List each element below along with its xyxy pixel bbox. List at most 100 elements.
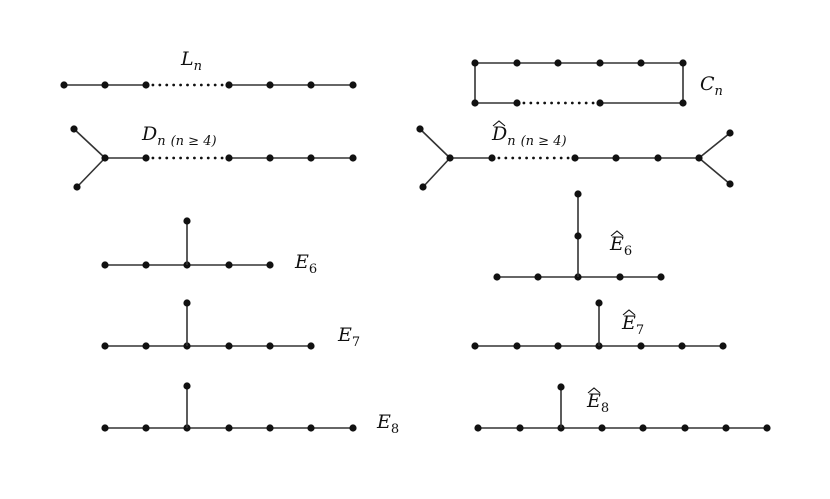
vertex [70, 125, 78, 133]
hat-accent [622, 309, 636, 316]
graph-L-n [60, 81, 357, 89]
ellipsis-dot [213, 156, 217, 160]
ellipsis-dot [172, 83, 176, 87]
vertex [681, 424, 689, 432]
label-name: E [586, 390, 601, 412]
vertex [488, 154, 496, 162]
vertex [513, 342, 521, 350]
vertex [349, 424, 357, 432]
graph-E8 [101, 382, 357, 432]
vertex [554, 59, 562, 67]
vertex [60, 81, 68, 89]
vertex [679, 99, 687, 107]
label-subscript: 8 [601, 401, 609, 416]
vertex [654, 154, 662, 162]
graph-label-Dhat: Dn(n ≥ 4) [491, 123, 567, 149]
vertex [183, 382, 191, 390]
hat-accent [587, 387, 601, 394]
vertex [101, 154, 109, 162]
vertex [596, 59, 604, 67]
ellipsis-dot [591, 101, 595, 105]
ellipsis-dot [206, 83, 210, 87]
ellipsis-dot [172, 156, 176, 160]
edge [422, 157, 451, 188]
label-condition: (n ≥ 4) [171, 134, 217, 149]
graph-D-hat-n [416, 125, 734, 191]
vertex [307, 342, 315, 350]
ellipsis-dot [504, 156, 508, 160]
vertex [637, 342, 645, 350]
vertex [349, 81, 357, 89]
vertex [722, 424, 730, 432]
ellipsis-dot [545, 156, 549, 160]
vertex [513, 59, 521, 67]
graph-label-E8: E8 [376, 411, 399, 437]
ellipsis-dot [193, 83, 196, 87]
graph-label-C: Cn [700, 73, 723, 99]
ellipsis-dot [529, 101, 533, 105]
label-subscript: 7 [636, 323, 644, 338]
vertex [471, 59, 479, 67]
ellipsis-dot [566, 156, 570, 160]
edge [419, 128, 451, 159]
vertex [266, 154, 274, 162]
ellipsis-dot [151, 156, 155, 160]
ellipsis-dot [557, 101, 560, 105]
vertex [446, 154, 454, 162]
vertex [719, 342, 727, 350]
ellipsis-dot [186, 83, 189, 87]
ellipsis-dot [199, 156, 203, 160]
ellipsis-dot [220, 156, 224, 160]
ellipsis-dot [525, 156, 528, 160]
label-name: E [621, 312, 636, 334]
label-subscript: 6 [309, 262, 317, 277]
hat-accent [610, 230, 624, 237]
vertex [513, 99, 521, 107]
vertex [639, 424, 647, 432]
graph-E6-hat [493, 190, 665, 281]
vertex [183, 217, 191, 225]
ellipsis-dot [193, 156, 196, 160]
ellipsis-dot [550, 101, 553, 105]
edge [698, 132, 731, 159]
vertex [101, 424, 109, 432]
edge [698, 157, 731, 185]
ellipsis-dot [151, 83, 155, 87]
vertex [225, 81, 233, 89]
label-name: C [700, 73, 715, 95]
ellipsis-dot [536, 101, 540, 105]
vertex [571, 154, 579, 162]
ellipsis-dot [220, 83, 224, 87]
vertex [101, 342, 109, 350]
vertex [678, 342, 686, 350]
vertex [763, 424, 771, 432]
vertex [493, 273, 501, 281]
label-subscript: 8 [391, 422, 399, 437]
vertex [657, 273, 665, 281]
ellipsis-dot [511, 156, 515, 160]
vertex [73, 183, 81, 191]
edge [73, 128, 106, 159]
vertex [142, 424, 150, 432]
label-name: E [376, 411, 391, 433]
vertex [266, 261, 274, 269]
vertex [307, 154, 315, 162]
graph-label-E7hat: E7 [621, 312, 644, 338]
graph-E7-hat [471, 299, 727, 350]
ellipsis-dot [179, 83, 182, 87]
vertex [225, 424, 233, 432]
graph-C-n [471, 59, 687, 107]
label-subscript: n [194, 59, 202, 74]
label-name: D [141, 123, 157, 145]
ellipsis-dot [552, 156, 556, 160]
label-subscript: 7 [352, 335, 360, 350]
ellipsis-dot [179, 156, 182, 160]
hat-accent [492, 120, 506, 127]
vertex [142, 81, 150, 89]
ellipsis-dot [522, 101, 526, 105]
label-name: E [609, 233, 624, 255]
vertex [554, 342, 562, 350]
ellipsis-dot [543, 101, 547, 105]
graph-label-D: Dn(n ≥ 4) [141, 123, 217, 149]
